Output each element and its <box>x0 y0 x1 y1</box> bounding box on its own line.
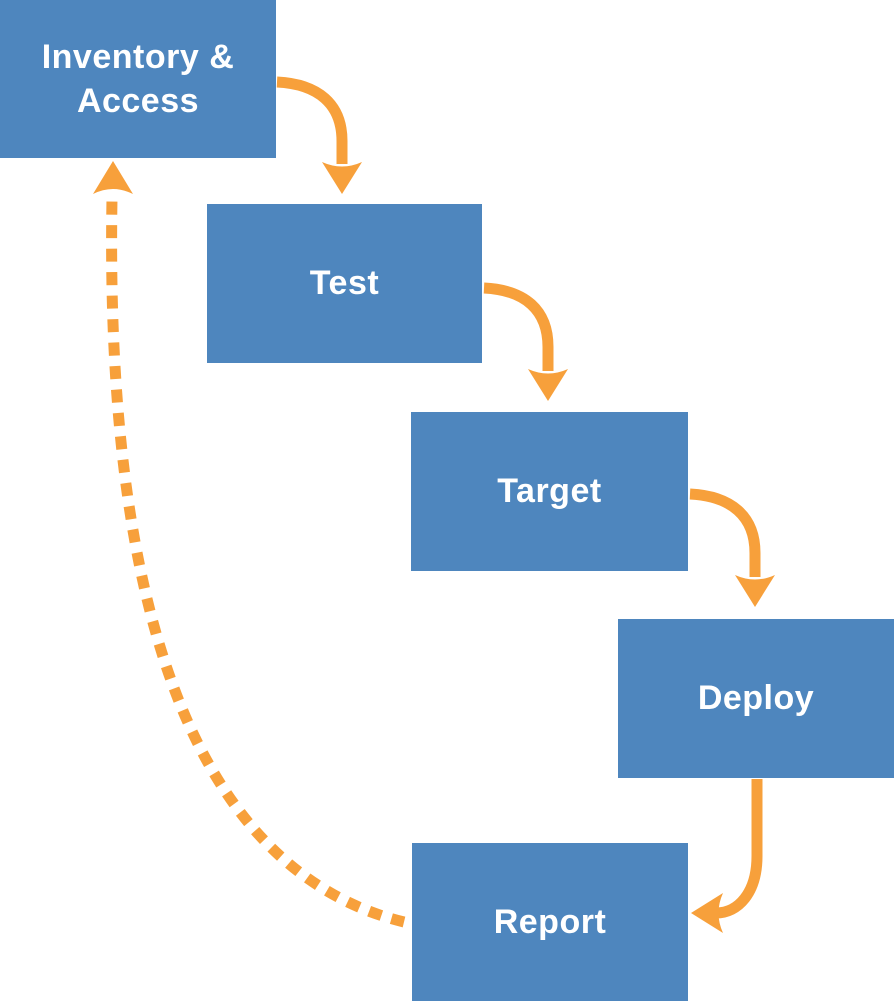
arrow-target-to-deploy <box>689 488 775 607</box>
node-deploy-label: Deploy <box>697 679 815 718</box>
node-target: Target <box>411 412 688 571</box>
arrow-test-to-target <box>483 282 568 401</box>
arrow-deploy-to-report <box>691 779 763 933</box>
node-inventory-access: Inventory & Access <box>0 0 276 158</box>
node-inventory-access-label: Inventory & Access <box>41 37 235 120</box>
node-test-label: Test <box>309 264 380 303</box>
node-target-label: Target <box>497 472 602 511</box>
arrow-inventory-to-test <box>276 76 362 194</box>
node-test: Test <box>207 204 482 363</box>
node-report: Report <box>412 843 688 1001</box>
node-report-label: Report <box>493 902 607 941</box>
node-deploy: Deploy <box>618 619 894 778</box>
